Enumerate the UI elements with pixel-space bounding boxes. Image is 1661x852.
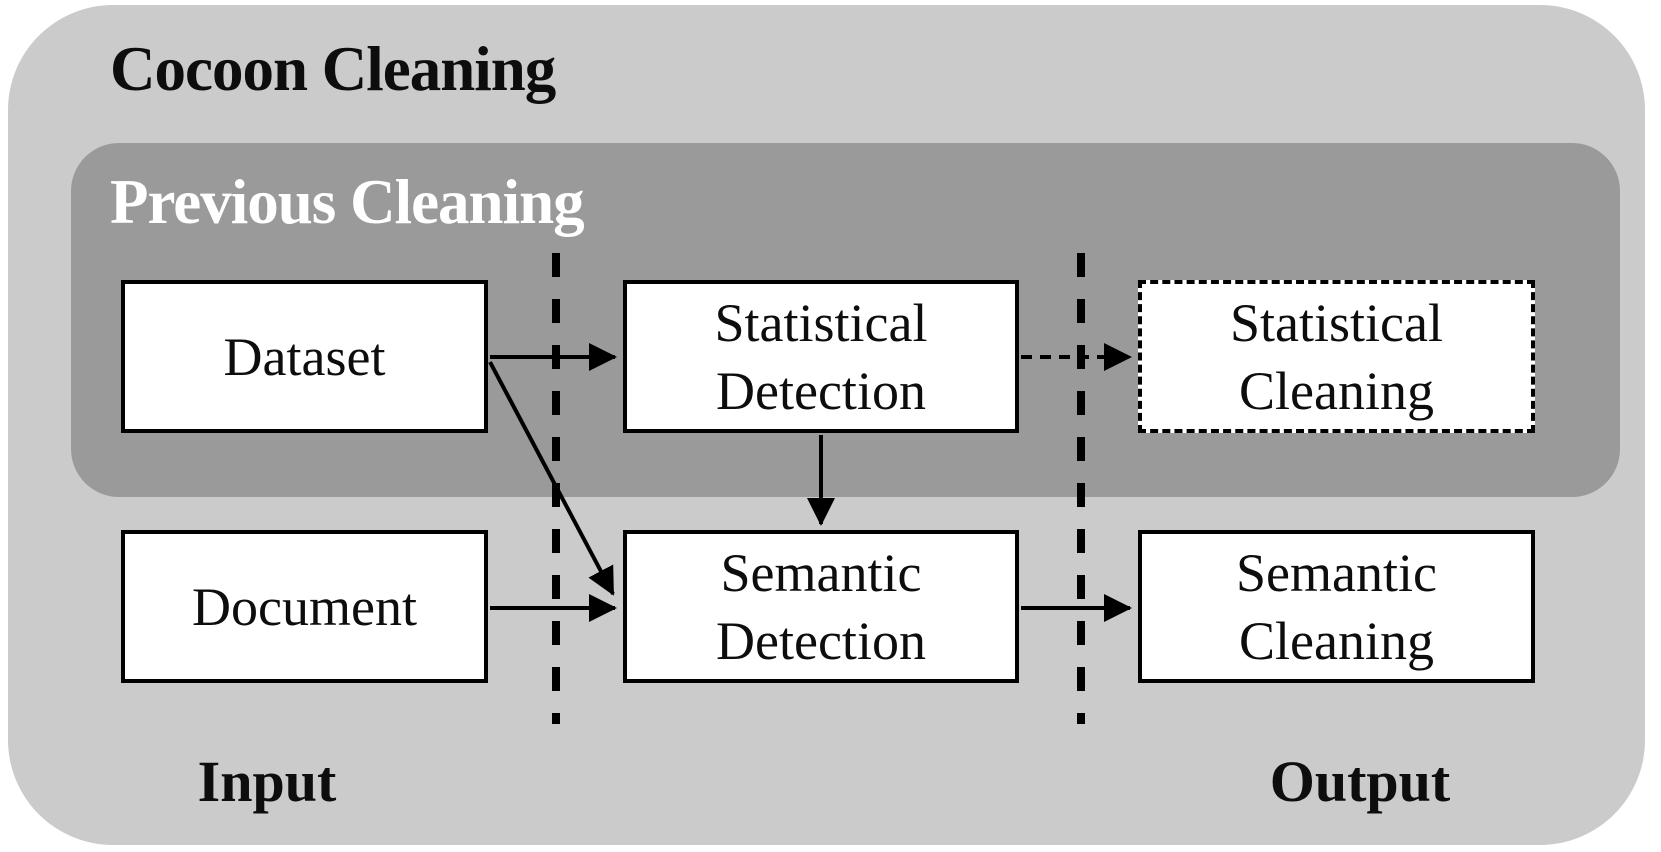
node-document: Document [121, 530, 488, 683]
input-zone-label: Input [197, 749, 337, 814]
node-statistical-detection: Statistical Detection [623, 280, 1019, 433]
node-dataset-label: Dataset [223, 326, 386, 387]
node-statistical-cleaning: Statistical Cleaning [1138, 280, 1535, 433]
previous-cleaning-label: Previous Cleaning [110, 167, 585, 237]
node-semantic-cleaning-label-line2: Cleaning [1239, 610, 1434, 671]
node-semantic-cleaning: Semantic Cleaning [1138, 530, 1535, 683]
node-statistical-cleaning-label-line2: Cleaning [1239, 360, 1434, 421]
node-statistical-cleaning-label-line1: Statistical [1230, 292, 1443, 353]
diagram-title: Cocoon Cleaning [110, 34, 556, 104]
node-semantic-detection: Semantic Detection [623, 530, 1019, 683]
node-semantic-detection-label-line2: Detection [716, 610, 926, 671]
node-semantic-cleaning-label-line1: Semantic [1236, 542, 1437, 603]
node-statistical-detection-label-line1: Statistical [714, 292, 928, 353]
output-zone-label: Output [1269, 749, 1451, 814]
node-document-label: Document [192, 576, 417, 637]
node-dataset: Dataset [121, 280, 488, 433]
node-semantic-detection-label-line1: Semantic [720, 542, 922, 603]
node-statistical-detection-label-line2: Detection [716, 360, 926, 421]
